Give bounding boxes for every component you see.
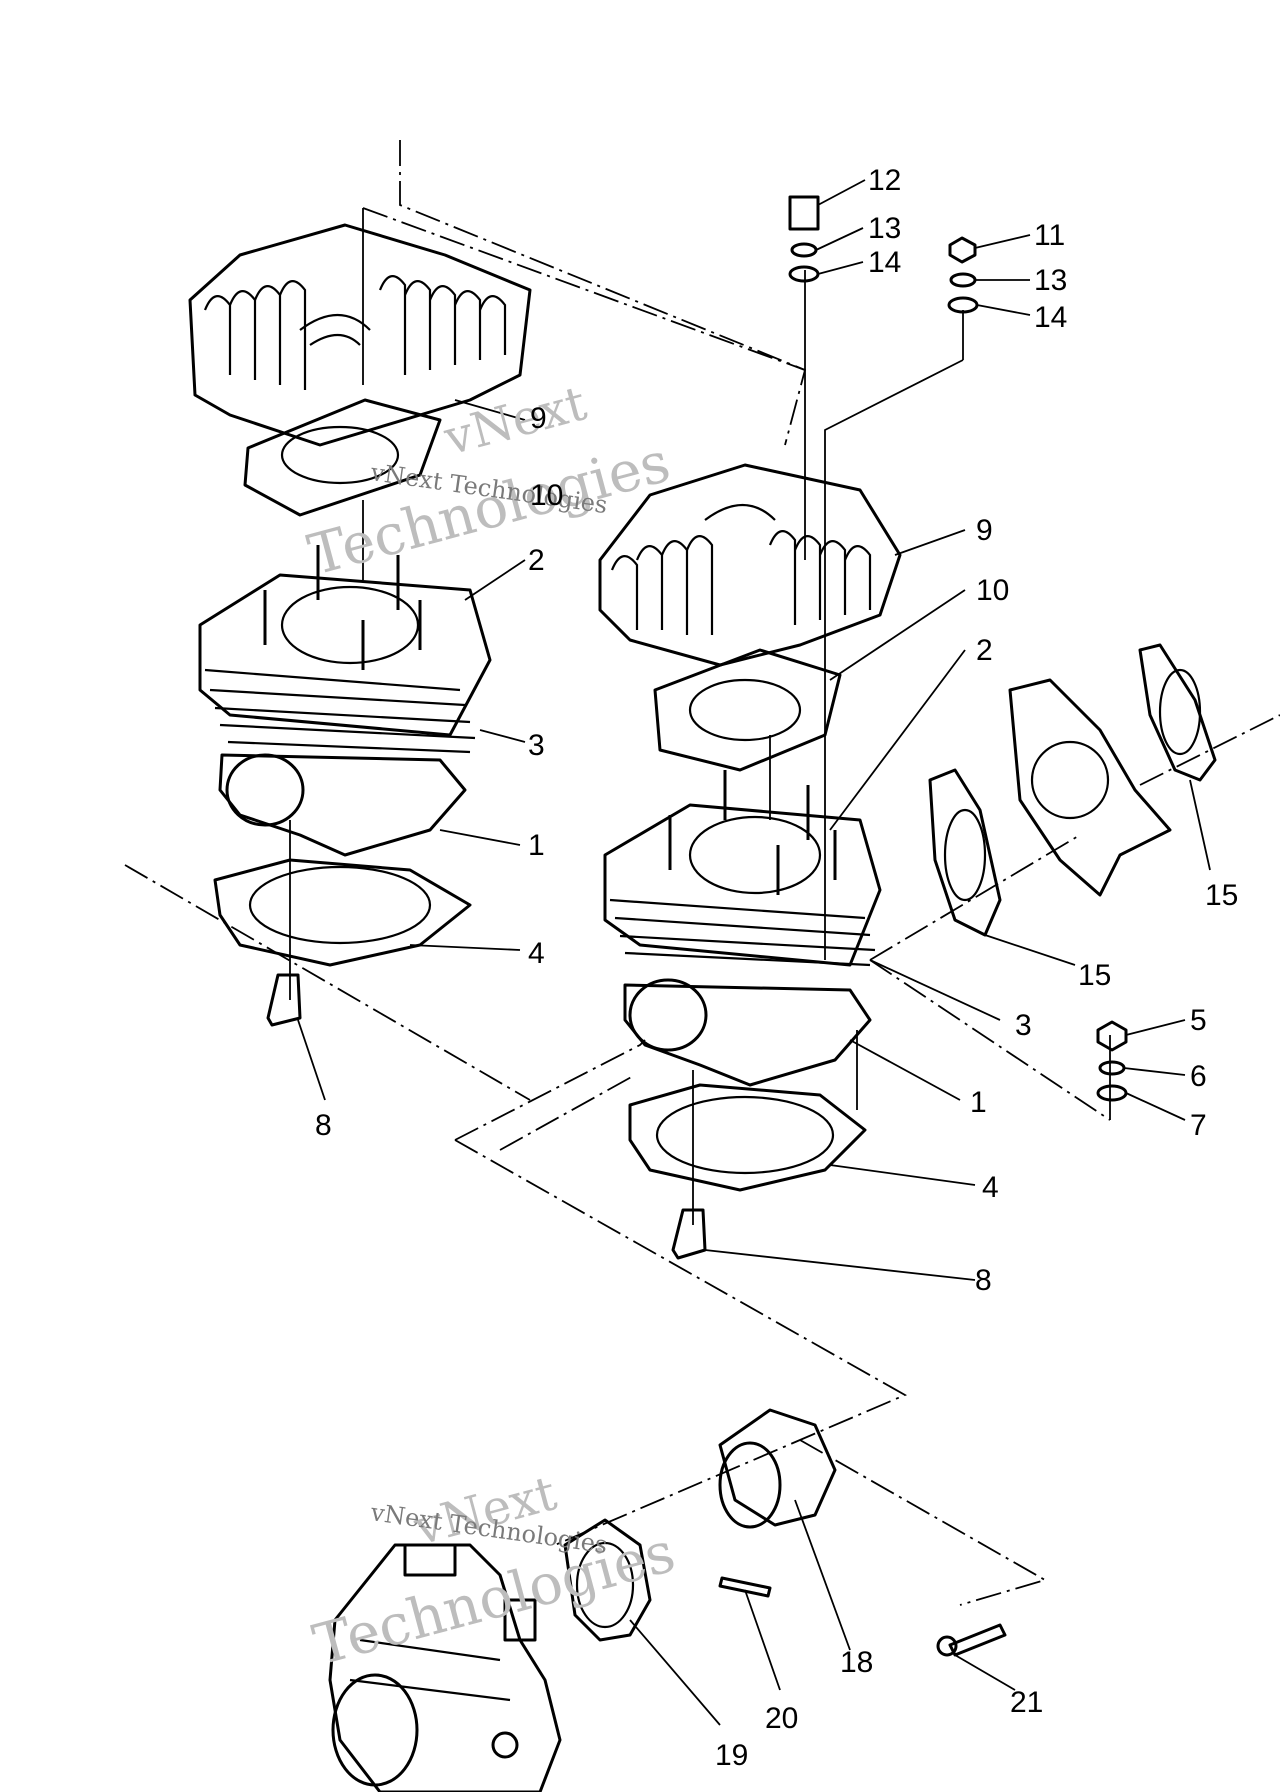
callout-2: 2	[528, 544, 545, 577]
callout-7: 7	[1190, 1109, 1207, 1142]
callout-8: 8	[315, 1109, 332, 1142]
callout-14: 14	[868, 246, 901, 279]
callout-1: 1	[970, 1086, 987, 1119]
callout-15: 15	[1078, 959, 1111, 992]
callout-4: 4	[982, 1171, 999, 1204]
left-cylinder	[198, 545, 492, 1027]
carburetor	[328, 1543, 562, 1792]
callout-14: 14	[1034, 301, 1067, 334]
intake-assembly	[563, 1408, 1007, 1657]
callout-19: 19	[715, 1739, 748, 1772]
callout-18: 18	[840, 1646, 873, 1679]
watermark-line1-top: vNext	[438, 375, 592, 467]
callout-4: 4	[528, 937, 545, 970]
callout-1: 1	[528, 829, 545, 862]
leader-lines	[297, 179, 1211, 1726]
callout-13: 13	[868, 212, 901, 245]
callout-21: 21	[1010, 1686, 1043, 1719]
left-cylinder-head	[188, 223, 532, 517]
callout-11: 11	[1034, 219, 1065, 252]
right-cylinder	[603, 770, 882, 1260]
callout-2: 2	[976, 634, 993, 667]
callout-13: 13	[1034, 264, 1067, 297]
callout-labels: 12 13 14 11 13 14 9 10 9 10 2 2 3 1 4 8 …	[315, 164, 1238, 1772]
callout-6: 6	[1190, 1060, 1207, 1093]
watermark-line2-bottom: Technologies	[307, 1520, 682, 1679]
callout-20: 20	[765, 1702, 798, 1735]
callout-9: 9	[976, 514, 993, 547]
callout-3: 3	[1015, 1009, 1032, 1042]
watermarks: vNext Technologies vNext Technologies vN…	[302, 375, 682, 1678]
alignment-lines	[124, 140, 1280, 1606]
callout-10: 10	[976, 574, 1009, 607]
callout-3: 3	[528, 729, 545, 762]
callout-9: 9	[530, 402, 547, 435]
callout-5: 5	[1190, 1004, 1207, 1037]
right-cylinder-head	[598, 463, 902, 772]
callout-8: 8	[975, 1264, 992, 1297]
callout-15: 15	[1205, 879, 1238, 912]
exhaust-gaskets	[928, 643, 1217, 937]
callout-12: 12	[868, 164, 901, 197]
stud-center-lines	[289, 208, 1111, 1225]
callout-10: 10	[530, 479, 563, 512]
